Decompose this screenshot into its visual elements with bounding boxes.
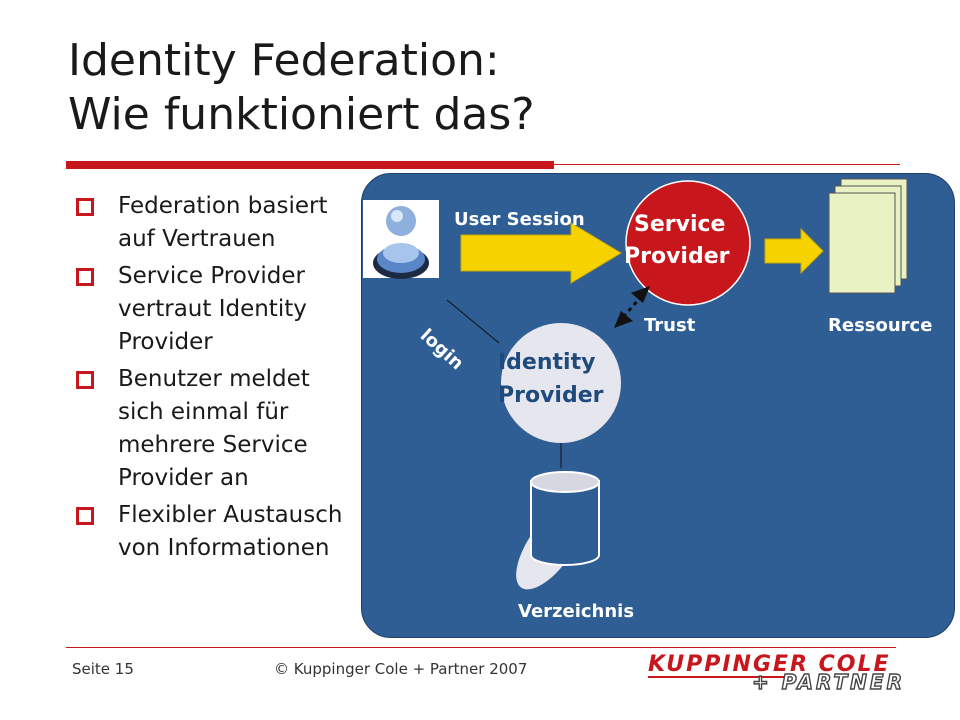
bullet-text: Benutzer meldet sich einmal für mehrere … [118, 366, 310, 491]
logo-underline [648, 676, 788, 678]
service-provider-label-1: Service [634, 212, 726, 237]
user-session-label: User Session [454, 209, 585, 230]
copyright: © Kuppinger Cole + Partner 2007 [274, 660, 528, 678]
bullet-item: Benutzer meldet sich einmal für mehrere … [72, 363, 362, 495]
title-underline-thick [66, 161, 554, 169]
bullet-text: Flexibler Austausch von Informationen [118, 502, 343, 561]
title-underline-thin [554, 164, 900, 165]
identity-provider-node [501, 323, 621, 443]
login-connector [446, 299, 500, 344]
user-session-arrow [460, 222, 622, 284]
logo-text-kuppinger-cole: KUPPINGER COLE [648, 652, 891, 677]
verzeichnis-label: Verzeichnis [518, 601, 635, 622]
federation-diagram [363, 178, 908, 590]
footer-rule [66, 647, 896, 648]
bullet-square-icon [76, 198, 94, 216]
resource-arrow [764, 227, 824, 275]
ressource-label: Ressource [828, 315, 933, 336]
identity-provider-label-2: Provider [498, 383, 604, 408]
identity-provider-label-1: Identity [498, 350, 596, 375]
bullet-item: Flexibler Austausch von Informationen [72, 499, 362, 565]
trust-arrow [614, 286, 650, 328]
bullet-square-icon [76, 507, 94, 525]
title-line-2: Wie funktioniert das? [68, 89, 535, 140]
logo-text-partner: + PARTNER [751, 669, 905, 694]
trust-label: Trust [644, 315, 696, 336]
slide-title: Identity Federation: Wie funktioniert da… [68, 34, 928, 142]
bullet-text: Service Provider vertraut Identity Provi… [118, 263, 307, 355]
service-provider-node [625, 180, 751, 306]
user-icon [363, 200, 439, 279]
bullet-text: Federation basiert auf Vertrauen [118, 193, 328, 252]
bullet-square-icon [76, 268, 94, 286]
directory-database-icon [516, 471, 600, 590]
service-provider-label-2: Provider [624, 244, 730, 269]
bullet-square-icon [76, 371, 94, 389]
bullet-item: Federation basiert auf Vertrauen [72, 190, 362, 256]
bullet-item: Service Provider vertraut Identity Provi… [72, 260, 362, 359]
document-stack-icon [828, 178, 908, 294]
bullet-list: Federation basiert auf Vertrauen Service… [72, 190, 362, 569]
page-number: Seite 15 [72, 660, 134, 678]
title-line-1: Identity Federation: [68, 35, 500, 86]
